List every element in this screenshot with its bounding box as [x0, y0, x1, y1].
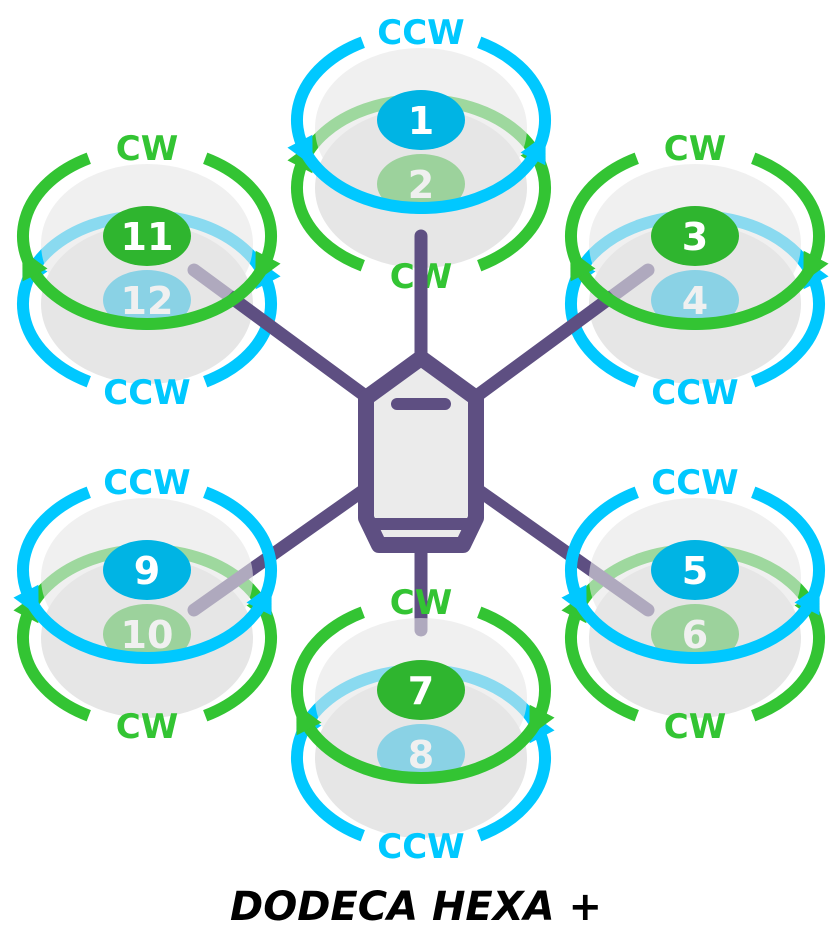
rotor-rear-right-upper: 5 CCW [561, 463, 825, 664]
motor-number-upper: 1 [408, 99, 434, 143]
rotation-ring-upper [17, 152, 281, 330]
direction-arrow-icon [22, 250, 48, 282]
rotation-ring-upper [287, 36, 551, 214]
frame [187, 229, 655, 637]
motor-badge-upper [377, 90, 465, 150]
rotor-rear-left-upper: 9 CCW [13, 463, 277, 664]
direction-label-lower: CW [664, 707, 726, 747]
direction-label-lower: CCW [377, 827, 464, 867]
rotation-ring [565, 152, 825, 330]
direction-label-lower: CCW [651, 373, 738, 413]
motor-number-upper: 5 [682, 549, 708, 593]
diagram-title: DODECA HEXA + [229, 884, 602, 930]
direction-label-upper: CW [390, 583, 452, 623]
direction-arrow-icon [255, 250, 281, 283]
rotor-front-upper: 1 CCW [287, 13, 551, 214]
direction-label-lower: CW [116, 707, 178, 747]
direction-arrow-icon [13, 584, 39, 617]
rotation-ring [565, 486, 825, 664]
rotation-ring-upper [565, 152, 829, 330]
rotation-ring [291, 606, 551, 784]
rotation-ring-upper [291, 606, 555, 784]
direction-label-upper: CCW [651, 463, 738, 503]
rotation-ring [17, 486, 277, 664]
rotor-front-right-upper: 3 CW [565, 129, 829, 330]
motor-badge-upper [103, 206, 191, 266]
direction-arrow-icon [561, 584, 587, 617]
direction-arrow-icon [287, 134, 313, 167]
rotor-front-left-upper: 11 CW [17, 129, 281, 330]
rotation-ring [17, 152, 277, 330]
direction-arrow-icon [246, 584, 272, 616]
dodeca-hexa-diagram: 2CW4CCW6CW8CCW10CW12CCW 1CCW3CW5CCW7CW9C… [13, 13, 829, 867]
direction-arrow-icon [529, 704, 555, 737]
motor-badge-upper [651, 206, 739, 266]
rotation-ring-upper [13, 486, 277, 664]
motor-badge-upper [103, 540, 191, 600]
direction-arrow-icon [520, 134, 546, 166]
body-outline [358, 350, 484, 553]
motor-number-upper: 3 [682, 215, 708, 259]
motor-badge-upper [377, 660, 465, 720]
direction-label-upper: CCW [377, 13, 464, 53]
rotation-ring [291, 36, 551, 214]
direction-label-lower: CCW [103, 373, 190, 413]
rotation-ring-upper [561, 486, 825, 664]
motor-number-upper: 7 [408, 669, 434, 713]
direction-arrow-icon [570, 250, 596, 282]
flight-controller-body [358, 350, 484, 553]
rotor-rear-upper: 7 CW [291, 583, 555, 784]
direction-label-upper: CW [116, 129, 178, 169]
motor-badge-upper [651, 540, 739, 600]
motor-number-upper: 9 [134, 549, 160, 593]
motor-number-upper: 11 [121, 215, 174, 259]
direction-arrow-icon [794, 584, 820, 616]
direction-label-upper: CW [664, 129, 726, 169]
direction-label-upper: CCW [103, 463, 190, 503]
direction-arrow-icon [296, 704, 322, 736]
direction-arrow-icon [803, 250, 829, 283]
